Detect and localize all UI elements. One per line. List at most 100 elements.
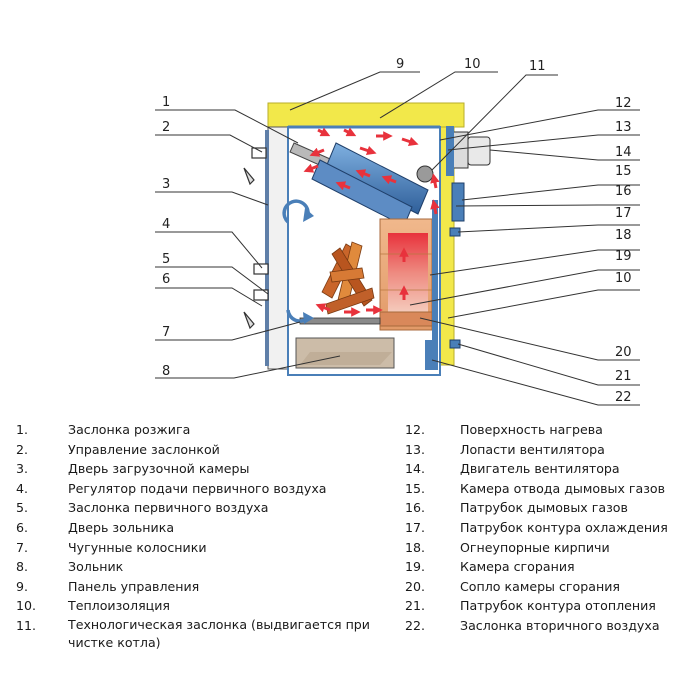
legend-number: 2. bbox=[16, 441, 29, 457]
legend-text: Огнеупорные кирпичи bbox=[460, 539, 610, 555]
legend-item: 13. Лопасти вентилятора bbox=[405, 440, 695, 460]
legend-text: Заслонка первичного воздуха bbox=[68, 500, 269, 516]
legend-text: Заслонка розжига bbox=[68, 422, 191, 437]
legend-item: 19. Камера сгорания bbox=[405, 557, 695, 577]
legend-text: Чугунные колосники bbox=[68, 539, 207, 555]
legend-item: 3. Дверь загрузочной камеры bbox=[16, 459, 396, 479]
legend-item: 17. Патрубок контура охлаждения bbox=[405, 518, 695, 538]
callouts-top: 9 10 11 bbox=[396, 57, 546, 74]
legend-text: Патрубок дымовых газов bbox=[460, 500, 628, 516]
legend-number: 14. bbox=[405, 461, 426, 477]
legend-number: 10. bbox=[16, 598, 37, 614]
legend-text: Патрубок контура отопления bbox=[460, 598, 656, 614]
firewood bbox=[321, 241, 375, 315]
legend-item: 2. Управление заслонкой bbox=[16, 440, 396, 460]
legend-text: Дверь загрузочной камеры bbox=[68, 461, 250, 477]
legend-text: Заслонка вторичного воздуха bbox=[460, 617, 660, 633]
legend-item: 8.Зольник bbox=[16, 557, 396, 577]
callout-4: 4 bbox=[162, 217, 170, 232]
legend-text: Камера отвода дымовых газов bbox=[460, 480, 666, 496]
callout-3: 3 bbox=[162, 177, 170, 192]
callout-10-right: 10 bbox=[615, 271, 632, 286]
legend-number: 15. bbox=[405, 480, 426, 496]
legend-text: Управление заслонкой bbox=[68, 441, 220, 457]
front-panel bbox=[265, 126, 289, 370]
air-arrow-head-upper bbox=[303, 208, 314, 222]
callout-10-top: 10 bbox=[464, 57, 481, 72]
legend-number: 3. bbox=[16, 461, 29, 477]
callout-14: 14 bbox=[615, 145, 632, 160]
door-hardware bbox=[243, 147, 269, 330]
legend-number: 17. bbox=[405, 519, 426, 535]
legend-number: 5. bbox=[16, 500, 29, 516]
legend-text: Теплоизоляция bbox=[68, 598, 170, 614]
legend-text: Поверхность нагрева bbox=[460, 422, 603, 437]
legend-item: 12. Поверхность нагрева bbox=[405, 420, 695, 440]
callouts-right: 12 13 14 15 16 17 18 19 10 20 21 22 bbox=[615, 96, 632, 405]
inner-liner bbox=[425, 200, 438, 370]
legend-number: 19. bbox=[405, 559, 426, 575]
callout-16: 16 bbox=[615, 184, 632, 199]
legend-number: 6. bbox=[16, 519, 29, 535]
legend-number: 21. bbox=[405, 598, 426, 614]
legend-text: Камера сгорания bbox=[460, 559, 575, 575]
callout-12: 12 bbox=[615, 96, 632, 111]
callout-2: 2 bbox=[162, 120, 170, 135]
callout-19: 19 bbox=[615, 249, 632, 264]
legend-item: 11.Технологическая заслонка (выдвигается… bbox=[16, 616, 396, 652]
legend-number: 20. bbox=[405, 578, 426, 594]
legend-item: 5. Заслонка первичного воздуха bbox=[16, 498, 396, 518]
callout-15: 15 bbox=[615, 164, 632, 179]
legend-number: 9. bbox=[16, 578, 29, 594]
callout-20: 20 bbox=[615, 345, 632, 360]
legend-item: 6. Дверь зольника bbox=[16, 518, 396, 538]
callout-7: 7 bbox=[162, 325, 170, 340]
legend-number: 7. bbox=[16, 539, 29, 555]
legend-item: 15. Камера отвода дымовых газов bbox=[405, 479, 695, 499]
callout-8: 8 bbox=[162, 364, 170, 379]
legend-item: 21. Патрубок контура отопления bbox=[405, 596, 695, 616]
callout-5: 5 bbox=[162, 252, 170, 267]
callout-6: 6 bbox=[162, 272, 170, 287]
top-insulation bbox=[267, 102, 465, 128]
callout-1: 1 bbox=[162, 95, 170, 110]
legend-item: 4.Регулятор подачи первичного воздуха bbox=[16, 479, 396, 499]
callout-17: 17 bbox=[615, 206, 632, 221]
legend-number: 16. bbox=[405, 500, 426, 516]
legend-text: Сопло камеры сгорания bbox=[460, 578, 620, 594]
legend-item: 16. Патрубок дымовых газов bbox=[405, 498, 695, 518]
fan-motor bbox=[446, 126, 491, 176]
legend-item: 10. Теплоизоляция bbox=[16, 596, 396, 616]
callout-22: 22 bbox=[615, 390, 632, 405]
legend-item: 18. Огнеупорные кирпичи bbox=[405, 538, 695, 558]
callouts-left: 1 2 3 4 5 6 7 8 bbox=[162, 95, 170, 379]
legend-right-column: 12. Поверхность нагрева 13. Лопасти вентил… bbox=[405, 420, 695, 636]
legend-item: 9. Панель управления bbox=[16, 577, 396, 597]
callout-18: 18 bbox=[615, 228, 632, 243]
legend-text: Дверь зольника bbox=[68, 519, 175, 535]
legend-item: 14. Двигатель вентилятора bbox=[405, 459, 695, 479]
legend-number: 22. bbox=[405, 617, 426, 633]
legend-text: Панель управления bbox=[68, 578, 200, 594]
legend-number: 8. bbox=[16, 559, 29, 575]
flue-pipe bbox=[451, 182, 465, 222]
legend-number: 13. bbox=[405, 441, 426, 457]
legend-number: 18. bbox=[405, 539, 426, 555]
legend-text: Лопасти вентилятора bbox=[460, 441, 605, 457]
refractory-bricks bbox=[379, 218, 433, 331]
leader-lines bbox=[155, 71, 640, 406]
legend-item: 1.Заслонка розжига bbox=[16, 420, 396, 440]
air-arrow-head-lower bbox=[303, 312, 314, 324]
legend-text: Патрубок контура охлаждения bbox=[460, 519, 668, 535]
legend-left-column: 1.Заслонка розжига 2. Управление заслонко… bbox=[16, 420, 396, 652]
legend: 1.Заслонка розжига 2. Управление заслонко… bbox=[0, 420, 700, 700]
callout-21: 21 bbox=[615, 369, 632, 384]
legend-item: 7. Чугунные колосники bbox=[16, 538, 396, 558]
legend-text: Двигатель вентилятора bbox=[460, 461, 620, 477]
legend-text: Технологическая заслонка (выдвигается пр… bbox=[68, 616, 370, 650]
legend-item: 22. Заслонка вторичного воздуха bbox=[405, 616, 695, 636]
legend-item: 20. Сопло камеры сгорания bbox=[405, 577, 695, 597]
ash-pan bbox=[295, 337, 395, 369]
legend-number: 12. bbox=[405, 422, 426, 437]
boiler-diagram: 1 2 3 4 5 6 7 8 9 10 11 12 13 14 15 16 1… bbox=[155, 57, 640, 406]
